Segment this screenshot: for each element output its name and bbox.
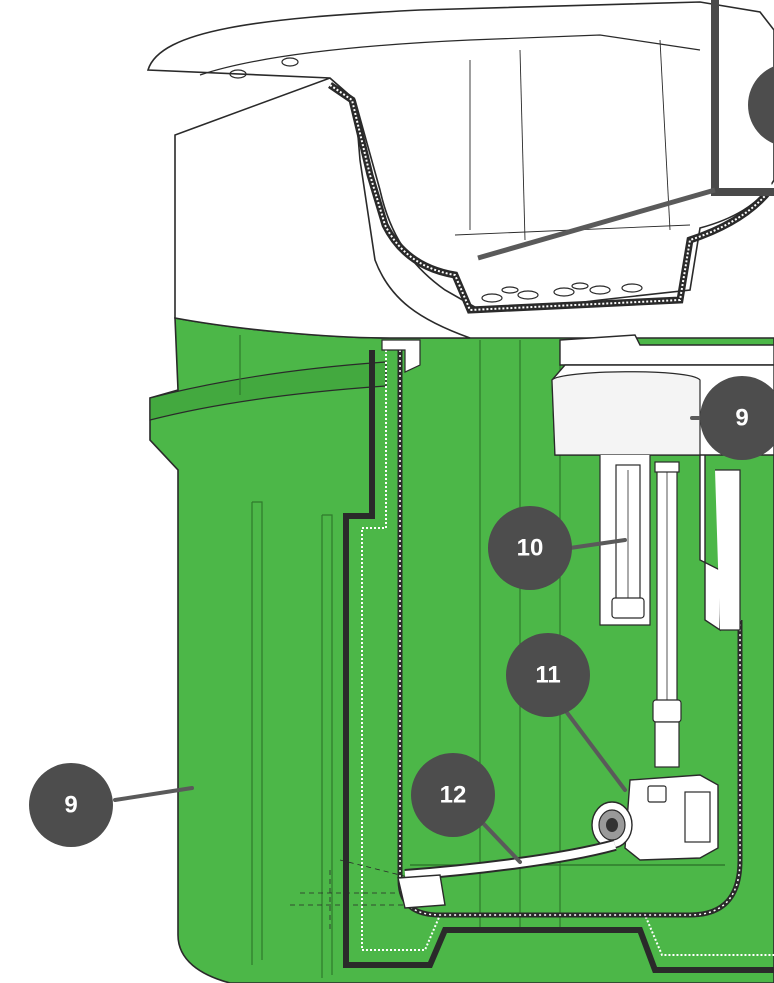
basin-inner-lines xyxy=(454,39,691,241)
callout-10: 10 xyxy=(488,506,572,590)
pump-intake xyxy=(591,801,633,849)
leader-lines xyxy=(113,416,702,864)
leader-11 xyxy=(563,708,627,792)
inner-wall-inner xyxy=(361,350,774,956)
pump-knob xyxy=(647,785,667,803)
upper-housing-outer xyxy=(174,77,471,339)
callout-9-top: 9 xyxy=(700,376,774,460)
inset-detail-panel xyxy=(477,0,774,261)
callout-number: 9 xyxy=(64,792,77,819)
callout-bubble xyxy=(506,633,590,717)
lid-block-face xyxy=(551,371,701,456)
inset-callout-partial xyxy=(748,66,774,144)
discharge-pipe xyxy=(652,461,682,768)
leader-9-left xyxy=(113,786,194,802)
inlet-hose xyxy=(397,839,617,909)
hose-inlet-end xyxy=(397,874,446,909)
callout-11: 11 xyxy=(506,633,590,717)
lid-top-plate xyxy=(559,334,774,366)
inset-leader-line xyxy=(477,187,716,261)
callout-bubble xyxy=(411,753,495,837)
callout-bubble xyxy=(700,376,774,460)
callout-9-left: 9 xyxy=(29,763,113,847)
leader-10 xyxy=(568,538,627,550)
basin-section-cut-hatch xyxy=(329,84,771,312)
white-upper-housing xyxy=(146,1,774,373)
callout-bubble xyxy=(488,506,572,590)
rim-hole-left xyxy=(229,69,247,79)
callout-bubble xyxy=(29,763,113,847)
callout-number: 9 xyxy=(735,405,748,432)
pump-panel xyxy=(684,791,711,843)
callout-number: 10 xyxy=(517,535,544,562)
leader-12 xyxy=(478,818,522,864)
basin-inner-lip xyxy=(199,34,701,76)
basin-drain-holes xyxy=(481,282,643,303)
rim-hole-right xyxy=(281,57,299,67)
lid-right-leg xyxy=(715,469,741,631)
callout-number: 11 xyxy=(535,662,560,689)
tank-collar xyxy=(381,339,421,373)
pump-unit xyxy=(591,774,719,861)
inner-wall-outer xyxy=(343,350,774,973)
callout-12: 12 xyxy=(411,753,495,837)
callout-number: 12 xyxy=(440,782,467,809)
